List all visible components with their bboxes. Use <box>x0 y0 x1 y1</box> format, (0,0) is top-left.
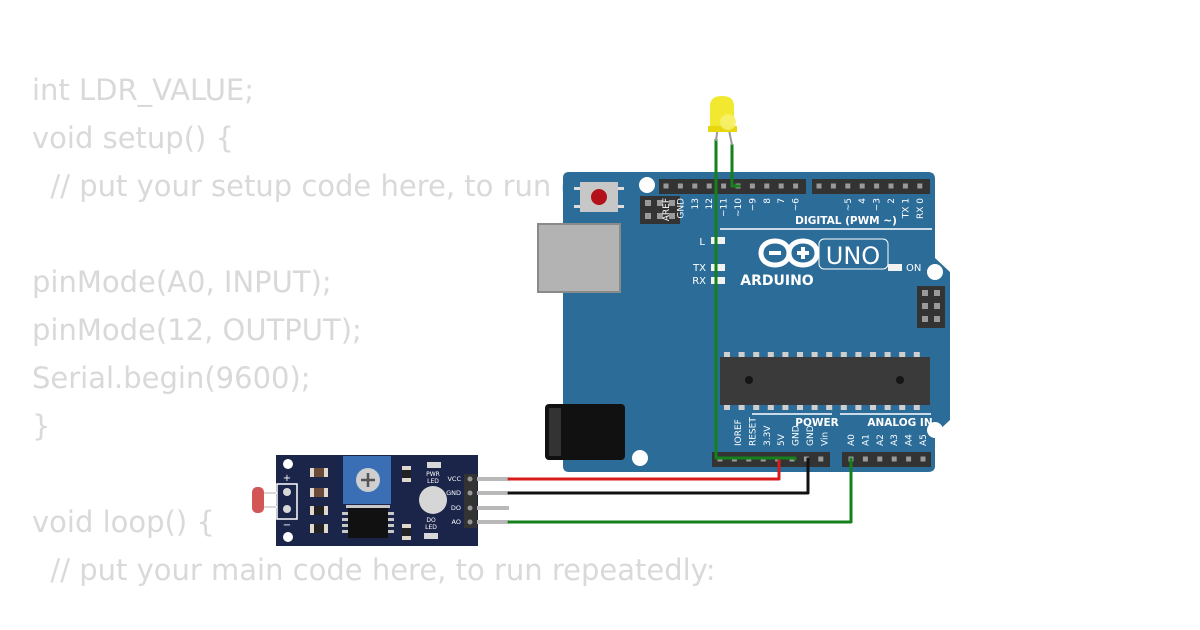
wire-led-cathode-to-gnd[interactable] <box>714 138 797 461</box>
mounting-hole <box>283 459 293 469</box>
wire-vcc-to-5v[interactable] <box>507 457 781 481</box>
pin-label: A1 <box>861 434 871 446</box>
arduino-wordmark: ARDUINO <box>740 273 814 289</box>
usb-port <box>537 223 621 293</box>
potentiometer[interactable] <box>343 456 391 504</box>
pin-label: 12 <box>705 198 715 209</box>
pin-label: A4 <box>905 434 915 446</box>
do-led-label-2: LED <box>425 524 437 531</box>
code-line: // put your main code here, to run repea… <box>32 553 716 587</box>
uno-model-label: UNO <box>826 242 880 270</box>
code-line: Serial.begin(9600); <box>32 361 311 395</box>
pin-label: 2 <box>887 198 897 204</box>
pin-label: RESET <box>748 417 758 446</box>
pin-label-vcc: VCC <box>447 475 461 483</box>
pin-label-ao: AO <box>452 518 461 526</box>
code-line: void setup() { <box>32 121 234 155</box>
sensor-pin-header[interactable] <box>464 474 509 528</box>
smd-resistors <box>310 466 411 540</box>
yellow-led[interactable] <box>708 96 737 146</box>
pin-label: GND <box>806 425 816 446</box>
sensor-light-disc <box>419 486 447 514</box>
code-line: pinMode(12, OUTPUT); <box>32 313 362 347</box>
wire-gnd-to-gnd[interactable] <box>507 457 810 495</box>
pwr-led-label-1: PWR <box>426 471 440 478</box>
mounting-hole <box>632 450 648 466</box>
pin-label: 3.3V <box>763 425 773 446</box>
minus-label: − <box>283 520 291 531</box>
led-label-l: L <box>699 237 705 248</box>
pin-label: A5 <box>919 434 929 446</box>
reset-button[interactable] <box>574 182 624 212</box>
wire-led-anode-to-pin12[interactable] <box>730 143 741 188</box>
pin-label: 4 <box>858 198 868 204</box>
mounting-hole <box>927 264 943 280</box>
pin-label: RX 0 <box>916 198 926 219</box>
mounting-hole <box>639 177 655 193</box>
digital-pin-header[interactable] <box>659 179 930 194</box>
pin-label: A0 <box>847 434 857 446</box>
comparator-ic <box>342 505 394 538</box>
led-label-on: ON <box>906 263 921 274</box>
pin-label: TX 1 <box>901 198 911 219</box>
power-header-label: POWER <box>795 417 838 429</box>
power-jack <box>545 404 625 460</box>
code-line: int LDR_VALUE; <box>32 73 255 107</box>
mounting-hole <box>927 422 943 438</box>
wire-ao-to-a0[interactable] <box>507 457 853 524</box>
plus-label: + <box>283 473 291 484</box>
do-led-label-1: DO <box>426 517 436 524</box>
pwr-led <box>427 462 441 468</box>
pin-label: Vin <box>820 432 830 446</box>
power-pin-labels: IOREF RESET 3.3V 5V GND GND Vin <box>734 417 830 446</box>
pin-label: ~9 <box>748 198 758 212</box>
onboard-leds: L TX RX ON <box>692 237 921 287</box>
pin-label: 5V <box>777 433 787 446</box>
pin-label: 13 <box>691 198 701 209</box>
photoresistor <box>252 487 280 513</box>
pin-label: A3 <box>890 434 900 446</box>
led-label-tx: TX <box>692 263 706 274</box>
pin-label: 7 <box>777 198 787 204</box>
ldr-sensor-module[interactable]: + − PWR LED <box>252 455 509 546</box>
pin-label: ~3 <box>873 198 883 211</box>
arduino-infinity-logo <box>758 238 820 268</box>
pin-label: 8 <box>763 198 773 204</box>
pin-label: IOREF <box>734 419 744 446</box>
mounting-hole <box>283 532 293 542</box>
ldr-terminal <box>276 483 298 520</box>
led-label-rx: RX <box>692 276 706 287</box>
pin-label: ~5 <box>844 198 854 211</box>
analog-header-label: ANALOG IN <box>867 417 932 429</box>
pin-label-do: DO <box>451 504 461 512</box>
pin-label: GND <box>792 425 802 446</box>
analog-pin-labels: A0 A1 A2 A3 A4 A5 <box>847 434 929 446</box>
microcontroller-chip <box>720 352 930 410</box>
pin-label: AREF <box>662 198 672 221</box>
code-line: } <box>32 409 51 443</box>
uno-badge <box>818 238 889 270</box>
code-line: pinMode(A0, INPUT); <box>32 265 332 299</box>
digital-header-label: DIGITAL (PWM ~) <box>795 215 897 227</box>
pin-label: ~6 <box>792 198 802 212</box>
pin-label: GND <box>676 198 686 219</box>
pin-label: ~10 <box>734 198 744 217</box>
pin-label: ~11 <box>720 198 730 217</box>
do-led <box>424 533 438 539</box>
icsp-header-top <box>640 196 680 224</box>
code-line: void loop() { <box>32 505 215 539</box>
icsp-header-right <box>917 286 945 328</box>
pin-label: A2 <box>876 434 886 446</box>
pin-label-gnd: GND <box>446 489 461 497</box>
wires <box>507 138 853 524</box>
pwr-led-label-2: LED <box>427 478 439 485</box>
